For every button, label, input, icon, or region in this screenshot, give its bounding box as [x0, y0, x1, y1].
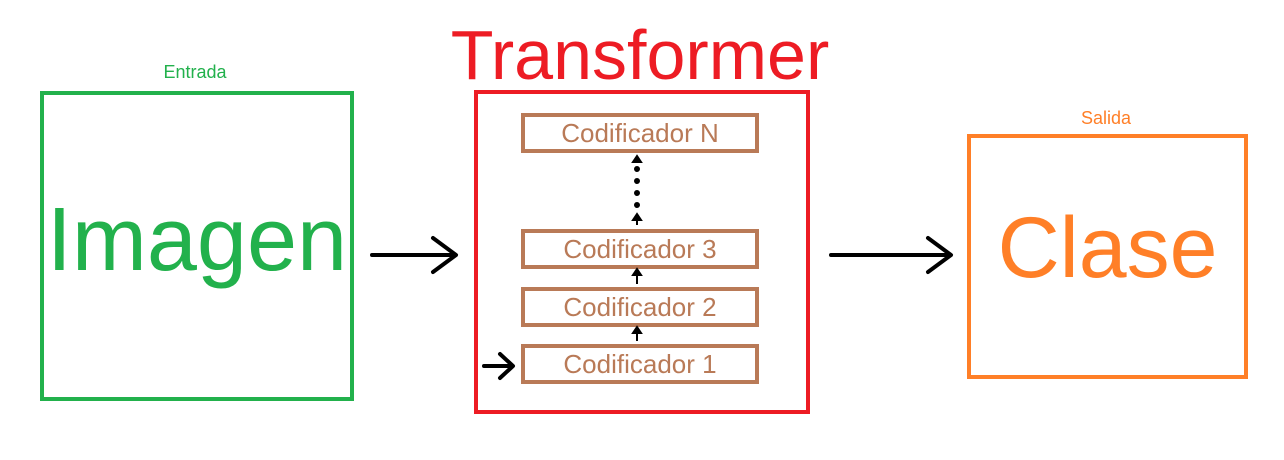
encoder-n: Codificador N — [521, 113, 759, 153]
input-box — [40, 91, 354, 401]
output-caption: Salida — [1080, 108, 1132, 128]
output-label: Clase — [997, 200, 1218, 296]
input-caption: Entrada — [163, 62, 227, 82]
encoder-2: Codificador 2 — [521, 287, 759, 327]
output-box — [967, 134, 1248, 379]
encoder-3: Codificador 3 — [521, 229, 759, 269]
arrow-transformer-to-output — [829, 236, 953, 274]
encoder-1: Codificador 1 — [521, 344, 759, 384]
arrow-input-to-transformer — [370, 236, 458, 274]
input-label: Imagen — [46, 190, 348, 290]
transformer-title: Transformer — [450, 16, 830, 94]
transformer-box — [474, 90, 810, 414]
